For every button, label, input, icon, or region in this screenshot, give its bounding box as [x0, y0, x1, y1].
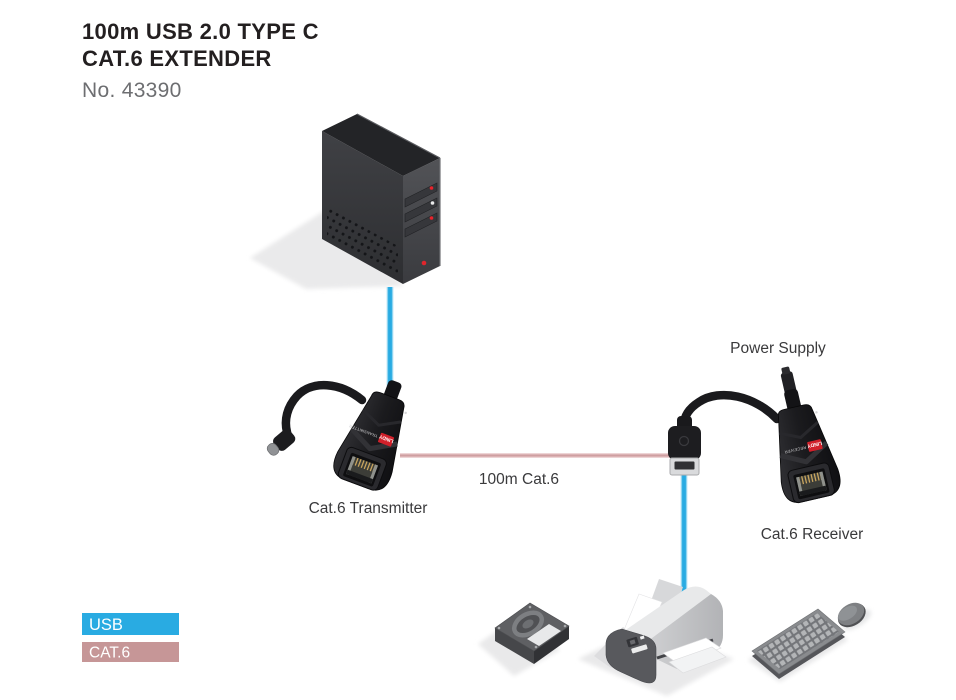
usb-a-socket [668, 416, 701, 476]
receiver-label: Cat.6 Receiver [761, 526, 864, 543]
lindy-logo-text: LINDY [378, 433, 395, 444]
product-number: No. 43390 [82, 79, 182, 102]
hdd-platter [511, 610, 545, 638]
cat6-receiver: LINDY RECEIVER [777, 366, 841, 505]
transmitter-label: Cat.6 Transmitter [309, 500, 428, 517]
mouse [837, 602, 871, 630]
legend: USB CAT.6 [82, 613, 179, 662]
tower-power-led [421, 260, 427, 266]
printer-control-panel [626, 635, 648, 654]
hdd-label [527, 624, 561, 646]
transmitter-pigtail-cable [281, 380, 367, 437]
page-title: 100m USB 2.0 TYPE C CAT.6 EXTENDER [82, 18, 319, 72]
printer [578, 579, 734, 696]
tower-shadow [250, 211, 404, 289]
receiver-pigtail-cable [679, 390, 782, 430]
legend-cat6-label: CAT.6 [89, 645, 130, 662]
keyboard [748, 608, 848, 682]
legend-cat6-swatch [82, 642, 179, 662]
legend-usb-label: USB [89, 616, 123, 634]
cat6-transmitter: LINDY TRANSMITTER [333, 380, 407, 493]
lindy-logo-text: LINDY [806, 440, 823, 449]
usb-c-plug [266, 429, 296, 456]
computer-tower [250, 113, 441, 289]
power-supply-label: Power Supply [730, 340, 826, 357]
title-line-2: CAT.6 EXTENDER [82, 46, 272, 71]
receiver-unit-text: RECEIVER [784, 445, 807, 455]
hard-drive [478, 602, 570, 676]
cat6-cable-label: 100m Cat.6 [479, 471, 559, 488]
title-line-1: 100m USB 2.0 TYPE C [82, 19, 319, 44]
legend-usb-swatch [82, 613, 179, 635]
tower-vents [327, 207, 398, 278]
tower-drive-bays [404, 182, 438, 238]
receiver-branding: LINDY RECEIVER [784, 439, 823, 455]
